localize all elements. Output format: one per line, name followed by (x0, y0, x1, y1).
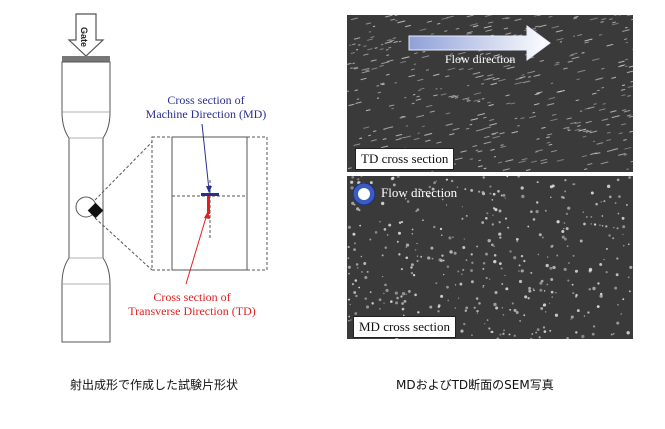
gate-arrow: Gate (67, 13, 105, 57)
sem-image-md: Flow direction MD cross section (347, 176, 633, 339)
sem-image-td: Flow direction TD cross section (347, 15, 633, 172)
flow-direction-circle-icon (352, 182, 376, 206)
md-pointer (201, 123, 210, 191)
sample-diamond (87, 202, 104, 219)
td-label-line1: Cross section of (153, 290, 230, 304)
gate-label: Gate (79, 27, 89, 47)
md-label-line2: Machine Direction (MD) (146, 107, 267, 121)
specimen-diagram: Gate Cross section of Machine Direction (61, 13, 268, 343)
md-section-label: MD cross section (353, 316, 456, 338)
td-section-mark (207, 196, 210, 214)
flow-direction-label-bottom: Flow direction (381, 185, 458, 200)
flow-direction-label-top: Flow direction (445, 52, 516, 66)
sem-texture-td (347, 15, 633, 172)
sem-caption: MDおよびTD断面のSEM写真 (396, 378, 554, 392)
flow-arrow-icon (408, 25, 551, 61)
td-pointer (185, 213, 208, 285)
td-section-label: TD cross section (355, 148, 455, 170)
md-section-mark (201, 193, 219, 196)
td-label-line2: Transverse Direction (TD) (128, 304, 256, 318)
md-label-line1: Cross section of (167, 93, 244, 107)
specimen-caption: 射出成形で作成した試験片形状 (70, 378, 239, 392)
gate-bar (62, 56, 110, 62)
